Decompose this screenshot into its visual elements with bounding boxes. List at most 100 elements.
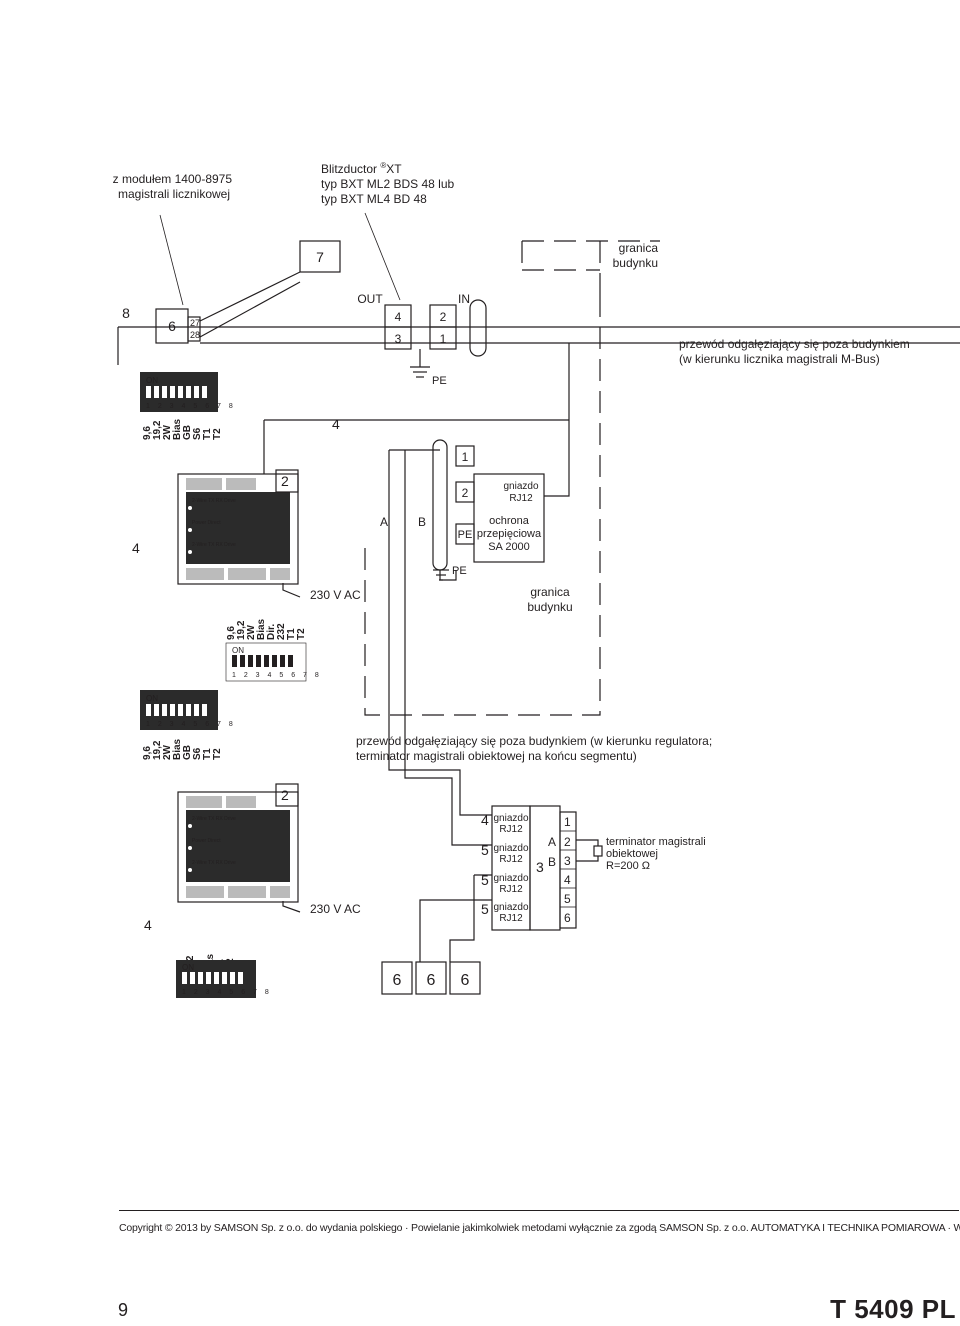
document-id: T 5409 PL	[830, 1294, 956, 1324]
label-2-upper: 2	[281, 473, 289, 489]
terminator-wires	[576, 839, 599, 862]
dip-on-label-middle: ON	[232, 646, 244, 655]
label-8: 8	[122, 305, 130, 321]
svg-text:9,6: 9,6	[226, 626, 237, 640]
wire-b-lower	[404, 762, 492, 846]
dip-on-label: ON	[146, 376, 158, 385]
svg-text:GB: GB	[182, 745, 193, 760]
ground-icon	[410, 366, 430, 378]
voltage-lower: 230 V AC	[310, 902, 361, 916]
connector-lower-top	[275, 783, 299, 807]
svg-text:1 2 3 4 5 6 7 8: 1 2 3 4 5 6 7 8	[232, 672, 322, 679]
svg-text:T1: T1	[202, 428, 213, 440]
registered-icon: ®	[380, 161, 386, 170]
source-module-line-1: z modułem 1400-8975	[113, 172, 233, 186]
svg-text:6: 6	[461, 972, 470, 989]
controller-lower: 2-Wire TX RX Drive Power Direct 2-Wire T…	[177, 791, 299, 903]
svg-text:6: 6	[427, 972, 436, 989]
surge-protection-box	[473, 473, 545, 563]
svg-text:1 2 3 4 5 6 7 8: 1 2 3 4 5 6 7 8	[146, 403, 236, 410]
page-number: 9	[118, 1300, 129, 1320]
connector-upper-top	[275, 469, 299, 493]
svg-text:ON: ON	[146, 694, 158, 703]
terminal-27-28	[187, 316, 201, 342]
label-in: IN	[458, 292, 470, 306]
svg-text:Bias: Bias	[256, 618, 267, 640]
svg-text:19,2: 19,2	[152, 740, 163, 760]
svg-text:2-Wire TX RX Drive: 2-Wire TX RX Drive	[192, 816, 236, 822]
svg-text:19,2: 19,2	[152, 420, 163, 440]
branch-line-regulator-label: przewód odgałęziający się poza budynkiem…	[356, 734, 716, 763]
svg-text:2-Wire TX RX Drive: 2-Wire TX RX Drive	[192, 860, 236, 866]
label-6-module: 6	[168, 318, 176, 334]
svg-text:6: 6	[393, 972, 402, 989]
terminal-strip	[559, 811, 577, 929]
label-7: 7	[316, 249, 324, 265]
terminator-resistor	[593, 845, 603, 857]
mains-wire-upper	[282, 583, 301, 598]
svg-text:9,6: 9,6	[142, 426, 153, 440]
svg-text:1: 1	[564, 815, 571, 829]
dip-switch-top: ON 1 2 3 4 5 6 7 8	[140, 372, 236, 412]
controller-upper: 2-Wire TX RX Drive Power Direct 2-Wire T…	[177, 473, 299, 585]
svg-text:2W: 2W	[162, 424, 173, 440]
svg-text:S6: S6	[192, 747, 203, 760]
ground-icon-lower	[433, 569, 449, 581]
wire-lower-link-2	[449, 875, 475, 962]
device-title-label: Blitzductor ®XT	[321, 161, 402, 176]
dip-labels-left: 9,6 19,2 2W Bias GB S6 T1 T2	[142, 738, 223, 760]
footer-rule	[119, 1210, 959, 1211]
label-a-upper: A	[380, 515, 388, 529]
svg-text:6: 6	[564, 911, 571, 925]
label-4-side-lower: 4	[144, 917, 152, 933]
cable-shield-lower	[432, 439, 448, 571]
svg-text:Bias: Bias	[172, 418, 183, 440]
label-pe-top: PE	[432, 375, 447, 387]
svg-text:GB: GB	[182, 425, 193, 440]
svg-text:19,2: 19,2	[236, 620, 247, 640]
dip-switch-lower: ON 1 2 3 4 5 6 7 8	[176, 960, 272, 998]
in-terminal-1: 1	[440, 332, 447, 346]
svg-text:232: 232	[276, 623, 287, 640]
svg-text:Bias: Bias	[172, 738, 183, 760]
svg-text:T2: T2	[296, 628, 307, 640]
label-4-side-upper: 4	[132, 540, 140, 556]
svg-text:5: 5	[481, 901, 489, 917]
label-3-lower: 3	[536, 859, 544, 875]
label-4-upper: 4	[332, 416, 340, 432]
svg-text:1 2 3 4 5 6 7 8: 1 2 3 4 5 6 7 8	[182, 989, 272, 996]
label-b-lower: B	[548, 855, 556, 869]
source-module-line-2: magistrali licznikowej	[118, 187, 230, 201]
svg-text:T1: T1	[202, 748, 213, 760]
wire-lower-links	[419, 874, 492, 962]
svg-text:9,6: 9,6	[142, 746, 153, 760]
voltage-upper: 230 V AC	[310, 588, 361, 602]
sa-label-pe: PE	[458, 529, 473, 541]
svg-text:4: 4	[481, 812, 489, 828]
box-7	[299, 240, 341, 273]
dip-labels-top: 9,6 19,2 2W Bias GB S6 T1 T2	[142, 418, 223, 440]
svg-text:Power Direct: Power Direct	[192, 838, 221, 844]
source-module-label: z modułem 1400-8975 magistrali licznikow…	[113, 172, 236, 201]
wire-to-socket-top	[544, 343, 570, 497]
wire-a-lower	[388, 762, 492, 816]
cable-shield	[469, 299, 487, 357]
svg-text:ON: ON	[182, 963, 194, 972]
svg-text:Dir.: Dir.	[266, 624, 277, 640]
wires-a-b-upper	[388, 450, 406, 762]
in-terminal-2: 2	[440, 310, 447, 324]
device-type-2: typ BXT ML4 BD 48	[321, 192, 427, 206]
sa-label-1: 1	[462, 450, 469, 464]
leader-line-module	[159, 214, 184, 306]
svg-text:3: 3	[564, 854, 571, 868]
out-terminal-3: 3	[395, 332, 402, 346]
